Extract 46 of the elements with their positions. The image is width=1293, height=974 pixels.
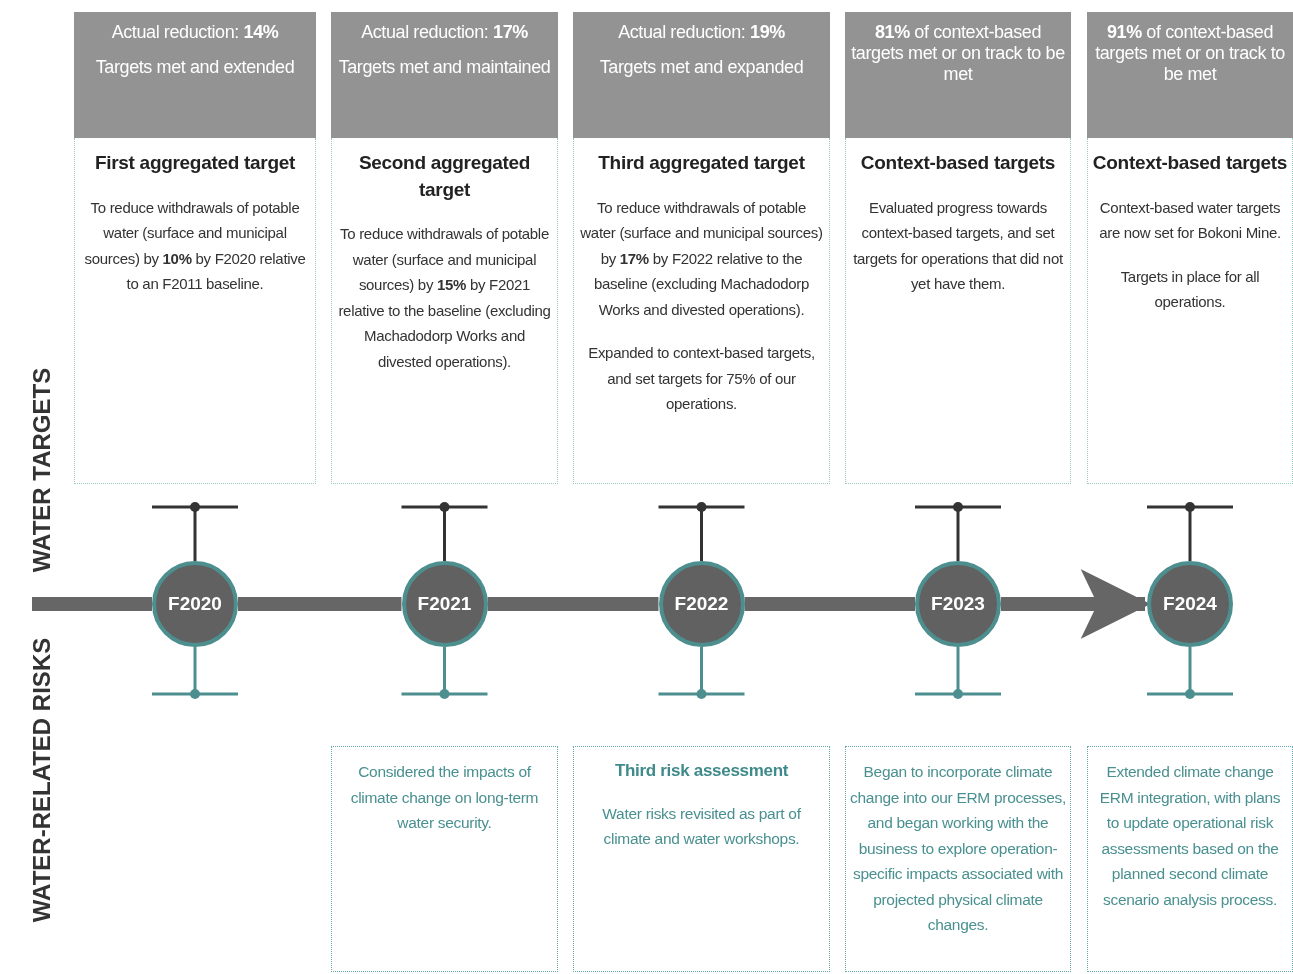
description-text: Context-based water targets are now set for Bokoni Mine.	[1098, 197, 1282, 244]
description-text: Targets in place for all operations.	[1119, 266, 1261, 313]
result-text: Actual reduction: 17%	[360, 22, 529, 43]
target-card	[845, 138, 1071, 484]
card-heading: Context-based targets	[1092, 151, 1288, 175]
card-heading: First aggregated target	[93, 151, 296, 175]
result-text: Targets met and extended	[94, 57, 296, 78]
target-card	[1087, 138, 1293, 484]
description-text: Considered the impacts of climate change on long-term water security.	[349, 762, 540, 834]
result-banner	[74, 12, 316, 138]
card-heading: Third aggregated target	[597, 151, 806, 175]
year-circle: F2023	[915, 561, 1001, 647]
year-circle: F2020	[152, 561, 238, 647]
target-card	[573, 138, 830, 484]
section-label: WATER TARGETS	[28, 367, 57, 573]
description-text: Began to incorporate climate change into our ERM processes, and began working with the business to explore operation-specific impacts associated with projected physical climate changes.	[850, 762, 1066, 936]
card-heading: Context-based targets	[859, 151, 1057, 175]
result-text: Targets met and expanded	[598, 57, 805, 78]
description-text: Water risks revisited as part of climate and water workshops.	[601, 803, 802, 850]
description-text: Evaluated progress towards context-based targets, and set targets for operations that did not yet have them.	[852, 197, 1064, 295]
risk-card	[1087, 746, 1293, 972]
result-text: Actual reduction: 14%	[110, 22, 280, 43]
result-banner	[845, 12, 1071, 138]
year-circle: F2021	[401, 561, 488, 647]
result-banner	[1087, 12, 1293, 138]
year-circle: F2024	[1147, 561, 1233, 647]
card-heading: Second aggregated target	[357, 151, 532, 202]
risk-card	[331, 746, 558, 972]
result-text: Targets met and maintained	[337, 57, 552, 78]
result-text: Actual reduction: 19%	[617, 22, 786, 43]
year-circle: F2022	[658, 561, 745, 647]
description-text: Extended climate change ERM integration, with plans to update operational risk assessments based on the planned second climate scenario analysis process.	[1098, 762, 1282, 910]
section-label: WATER-RELATED RISKS	[28, 637, 57, 923]
description-text: To reduce withdrawals of potable water (surface and municipal sources) by 10% by F2020 relative to an F2011 baseline.	[83, 197, 307, 295]
result-text: 81% of context-based targets met or on track to be met	[850, 22, 1066, 85]
target-card	[331, 138, 558, 484]
target-card	[74, 138, 316, 484]
description-text: To reduce withdrawals of potable water (surface and municipal sources) by 15% by F2021 relative to the baseline (excluding Machadodorp Works and divested operations).	[337, 224, 552, 372]
description-text: Expanded to context-based targets, and set targets for 75% of our operations.	[587, 343, 816, 415]
result-banner	[331, 12, 558, 138]
risk-card	[573, 746, 830, 972]
card-heading: Third risk assessment	[613, 760, 790, 782]
result-banner	[573, 12, 830, 138]
description-text: To reduce withdrawals of potable water (surface and municipal sources) by 17% by F2022 relative to the baseline (excluding Machadodorp Works and divested operations).	[579, 197, 824, 320]
result-text: 91% of context-based targets met or on track to be met	[1094, 22, 1286, 85]
risk-card	[845, 746, 1071, 972]
